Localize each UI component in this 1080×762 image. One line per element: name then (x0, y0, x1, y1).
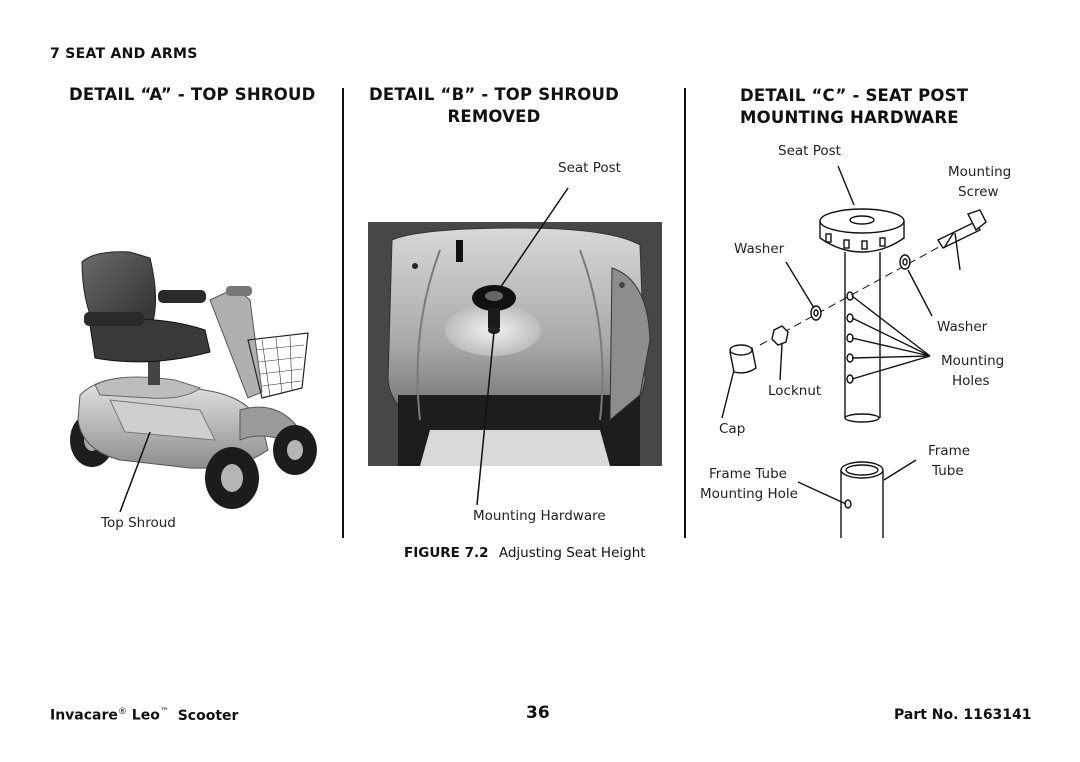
label-seat-post-b: Seat Post (558, 160, 621, 176)
label-seat-post-c: Seat Post (778, 143, 841, 159)
scooter-seat-cushion (89, 319, 211, 363)
label-frame-tube-1: Frame (928, 443, 971, 459)
label-mounting-hardware: Mounting Hardware (473, 508, 606, 524)
detail-b-title: DETAIL “B” - TOP SHROUD REMOVED (366, 84, 622, 128)
label-frame-tube-hole-1: Frame Tube (709, 466, 787, 482)
scooter-tiller (209, 287, 263, 399)
label-mounting-screw-2: Screw (958, 184, 999, 200)
detail-b-title-line2: REMOVED (447, 107, 541, 126)
label-top-shroud: Top Shroud (101, 515, 176, 531)
divider-b-c (684, 88, 686, 538)
scooter-seat-back (81, 251, 157, 331)
footer-reg-mark: ® (117, 707, 127, 717)
scooter-basket (247, 332, 309, 399)
detail-c-title-line1: DETAIL “C” - SEAT POST (740, 86, 969, 105)
footer-product-type: Scooter (177, 707, 239, 724)
label-mounting-holes-2: Holes (952, 373, 990, 389)
label-washer-right: Washer (937, 319, 988, 335)
label-frame-tube-2: Tube (932, 463, 964, 479)
label-locknut: Locknut (768, 383, 822, 399)
label-frame-tube-hole-2: Mounting Hole (700, 486, 798, 502)
part-number: Part No. 1163141 (894, 707, 1032, 723)
top-shroud-part (94, 376, 202, 399)
front-wheel (273, 425, 317, 475)
footer-brand: Invacare (50, 707, 118, 724)
figure-caption: FIGURE 7.2 Adjusting Seat Height (404, 545, 646, 561)
detail-c-title: DETAIL “C” - SEAT POST MOUNTING HARDWARE (740, 85, 968, 129)
divider-a-b (342, 88, 344, 538)
detail-b-shroud (387, 227, 646, 421)
label-mounting-holes-1: Mounting (941, 353, 1005, 369)
rear-wheel-left (70, 413, 114, 467)
detail-b-title-line1: DETAIL “B” - TOP SHROUD (369, 85, 619, 104)
footer-product: Invacare® Leo™ Scooter (50, 707, 238, 724)
section-heading: 7 SEAT AND ARMS (50, 46, 198, 62)
detail-c-title-line2: MOUNTING HARDWARE (740, 108, 959, 127)
scooter-body (77, 377, 269, 469)
footer-tm-mark: ™ (159, 707, 169, 717)
label-cap: Cap (719, 421, 746, 437)
figure-number: FIGURE 7.2 (404, 545, 489, 561)
label-washer-left: Washer (734, 241, 785, 257)
page-number: 36 (526, 703, 550, 723)
footer-product-name: Leo (131, 707, 160, 724)
detail-a-title: DETAIL “A” - TOP SHROUD (69, 85, 316, 104)
label-mounting-screw-1: Mounting (948, 164, 1012, 180)
figure-caption-text: Adjusting Seat Height (498, 545, 646, 561)
rear-wheel-right (205, 447, 259, 509)
